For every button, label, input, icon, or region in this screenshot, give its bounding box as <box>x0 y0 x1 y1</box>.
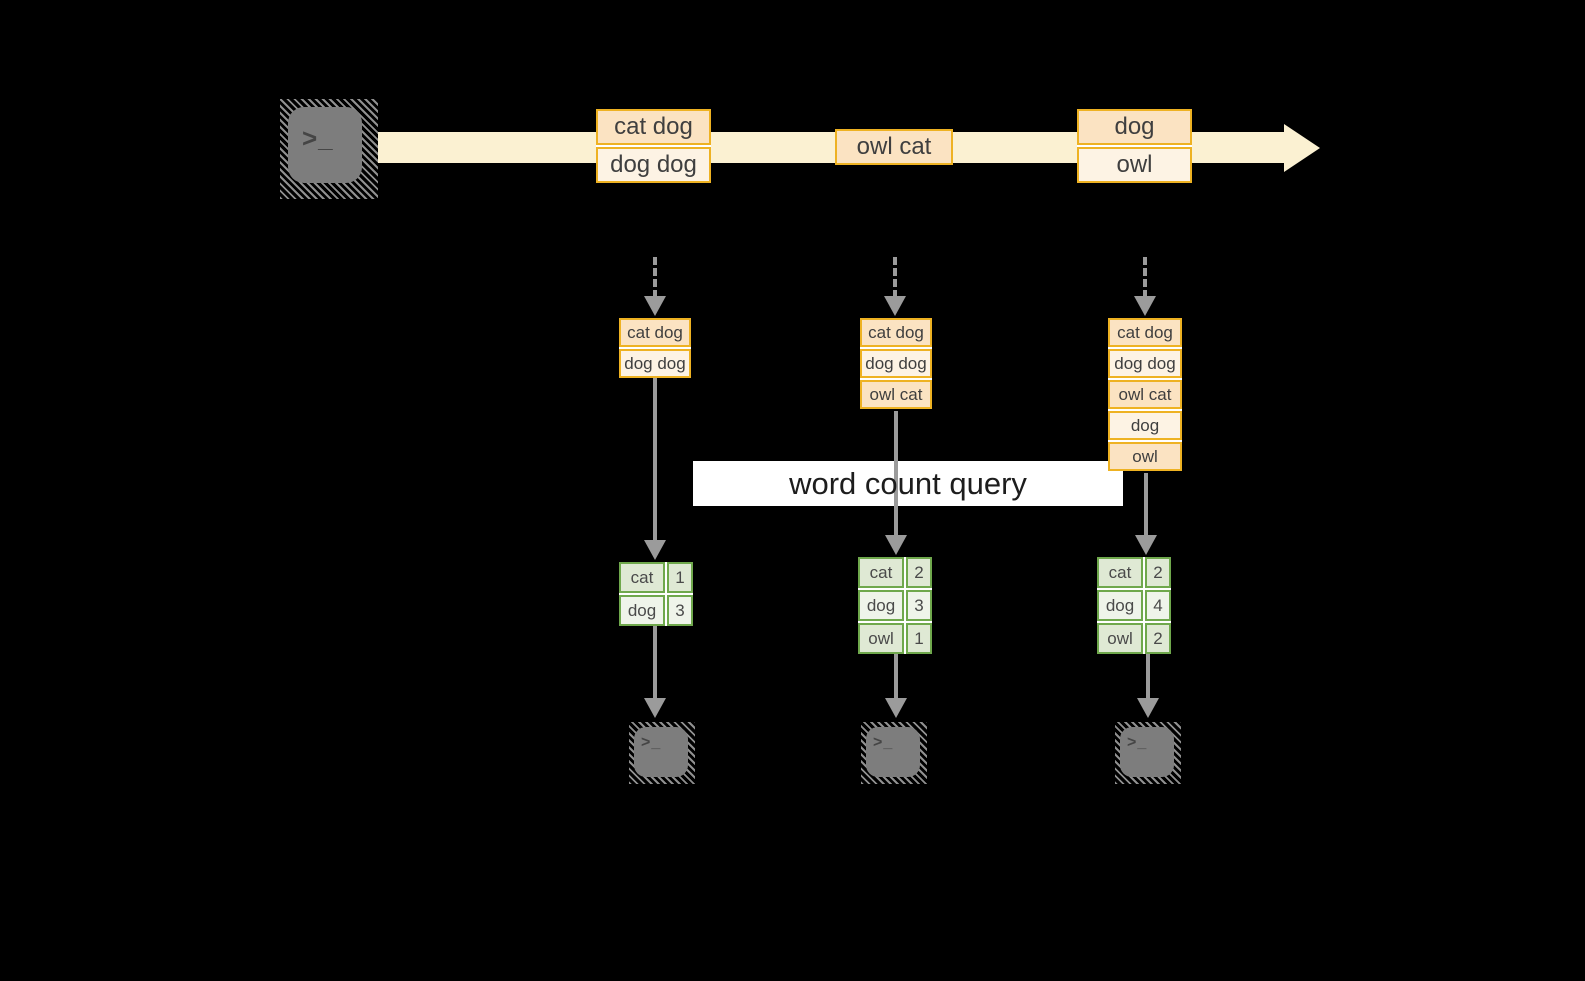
buffer-line: owl cat <box>1108 380 1182 409</box>
terminal-prompt-glyph: >_ <box>1127 734 1148 751</box>
dashed-arrow-2 <box>893 257 897 298</box>
stream-event-batch-3: dog owl <box>1077 109 1192 183</box>
arrow-buffer-to-table-1-head <box>644 540 666 560</box>
arrow-buffer-to-table-1 <box>653 378 657 540</box>
query-label: word count query <box>693 461 1123 506</box>
buffer-line: dog dog <box>619 349 691 378</box>
word-cell: cat <box>858 557 904 588</box>
arrow-buffer-to-table-3 <box>1144 473 1148 535</box>
word-cell: cat <box>1097 557 1143 588</box>
stream-event-line: cat dog <box>596 109 711 145</box>
buffer-line: cat dog <box>619 318 691 347</box>
arrow-buffer-to-table-3-head <box>1135 535 1157 555</box>
word-count-table-2: cat 2 dog 3 owl 1 <box>858 557 932 654</box>
buffer-line: cat dog <box>860 318 932 347</box>
terminal-prompt-glyph: >_ <box>641 734 662 751</box>
arrow-table-to-sink-2-head <box>885 698 907 718</box>
dashed-arrow-3-head <box>1134 296 1156 316</box>
sink-terminal-icon-1: >_ <box>629 722 695 784</box>
terminal-body <box>866 727 920 777</box>
query-label-text: word count query <box>789 465 1027 501</box>
terminal-prompt-glyph: >_ <box>302 123 334 153</box>
arrow-table-to-sink-1 <box>653 626 657 698</box>
stream-event-line: owl <box>1077 147 1192 183</box>
word-cell: owl <box>858 623 904 654</box>
dashed-arrow-3 <box>1143 257 1147 298</box>
word-cell: dog <box>1097 590 1143 621</box>
stream-event-batch-2: owl cat <box>835 129 953 165</box>
stream-arrow-head <box>1284 124 1320 172</box>
arrow-table-to-sink-3-head <box>1137 698 1159 718</box>
count-cell: 1 <box>906 623 932 654</box>
buffer-line: owl <box>1108 442 1182 471</box>
input-buffer-2: cat dog dog dog owl cat <box>860 318 932 409</box>
word-cell: dog <box>619 595 665 626</box>
buffer-line: dog dog <box>1108 349 1182 378</box>
terminal-prompt-glyph: >_ <box>873 734 894 751</box>
dashed-arrow-2-head <box>884 296 906 316</box>
sink-terminal-icon-2: >_ <box>861 722 927 784</box>
stream-event-line: owl cat <box>835 129 953 165</box>
input-buffer-3: cat dog dog dog owl cat dog owl <box>1108 318 1182 471</box>
arrow-table-to-sink-2 <box>894 654 898 698</box>
count-cell: 2 <box>1145 623 1171 654</box>
word-count-table-3: cat 2 dog 4 owl 2 <box>1097 557 1171 654</box>
arrow-table-to-sink-1-head <box>644 698 666 718</box>
word-cell: dog <box>858 590 904 621</box>
arrow-table-to-sink-3 <box>1146 654 1150 698</box>
arrow-buffer-to-table-2-head <box>885 535 907 555</box>
count-cell: 3 <box>667 595 693 626</box>
sink-terminal-icon-3: >_ <box>1115 722 1181 784</box>
word-cell: cat <box>619 562 665 593</box>
count-cell: 1 <box>667 562 693 593</box>
terminal-body <box>634 727 688 777</box>
input-buffer-1: cat dog dog dog <box>619 318 691 378</box>
dashed-arrow-1-head <box>644 296 666 316</box>
buffer-line: cat dog <box>1108 318 1182 347</box>
count-cell: 4 <box>1145 590 1171 621</box>
stream-event-batch-1: cat dog dog dog <box>596 109 711 183</box>
stream-event-line: dog <box>1077 109 1192 145</box>
buffer-line: owl cat <box>860 380 932 409</box>
source-terminal-icon: >_ <box>280 99 378 199</box>
count-cell: 2 <box>906 557 932 588</box>
buffer-line: dog dog <box>860 349 932 378</box>
count-cell: 2 <box>1145 557 1171 588</box>
word-count-table-1: cat 1 dog 3 <box>619 562 693 626</box>
terminal-body <box>1120 727 1174 777</box>
word-cell: owl <box>1097 623 1143 654</box>
count-cell: 3 <box>906 590 932 621</box>
dashed-arrow-1 <box>653 257 657 298</box>
terminal-body <box>288 107 362 183</box>
buffer-line: dog <box>1108 411 1182 440</box>
arrow-buffer-to-table-2 <box>894 411 898 535</box>
stream-event-line: dog dog <box>596 147 711 183</box>
